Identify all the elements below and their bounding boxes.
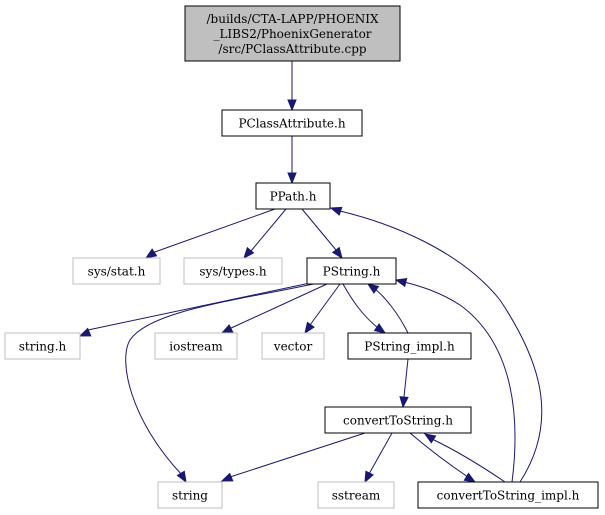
edge-line (309, 283, 341, 326)
edge-line (250, 208, 287, 252)
node-box[interactable] (72, 257, 161, 285)
node-box[interactable] (347, 332, 472, 360)
edge-line (301, 208, 337, 251)
edge-line (87, 282, 311, 331)
node-pclassattribute-h[interactable]: PClassAttribute.h (221, 109, 363, 137)
node-label: PPath.h (270, 190, 317, 204)
node-box[interactable] (4, 332, 81, 360)
edge-arrowhead (176, 470, 187, 484)
node-converttostring-impl-h[interactable]: convertToString_impl.h (417, 481, 599, 509)
edge-line (403, 281, 516, 483)
node-sys-types-h[interactable]: sys/types.h (183, 257, 283, 285)
edge-arrowhead (423, 433, 437, 444)
node-label: convertToString_impl.h (437, 489, 580, 503)
node-label: PClassAttribute.h (238, 117, 345, 131)
node-box[interactable] (157, 481, 223, 509)
edge-arrowhead (366, 283, 380, 294)
edge-pstring_impl_h-to-converttostring_h (399, 358, 409, 409)
node-label: convertToString.h (343, 414, 453, 428)
edges-layer (78, 61, 543, 484)
edge-arrowhead (399, 396, 409, 409)
node-label: sstream (332, 489, 381, 503)
edge-pstring_h-to-vector (304, 283, 341, 335)
edge-ppath_h-to-pstring_h (301, 208, 343, 260)
node-box[interactable] (221, 109, 363, 137)
edge-converttostring_h-to-string (220, 432, 366, 482)
edge-line (125, 282, 319, 476)
node-box[interactable] (317, 481, 395, 509)
edge-arrowhead (331, 246, 343, 260)
edge-arrowhead (287, 172, 297, 185)
node-label: /src/PClassAttribute.cpp (218, 42, 366, 56)
edge-converttostring_h-to-converttostring_impl_h (409, 432, 477, 483)
edge-arrowhead (287, 99, 297, 112)
node-vector[interactable]: vector (261, 332, 325, 360)
node-sstream[interactable]: sstream (317, 481, 395, 509)
edge-line (229, 432, 366, 478)
edge-arrowhead (144, 248, 158, 259)
edge-line (151, 208, 276, 254)
node-pstring-impl-h[interactable]: PString_impl.h (347, 332, 472, 360)
edge-line (374, 288, 409, 334)
node-box[interactable] (306, 257, 397, 285)
node-string-h[interactable]: string.h (4, 332, 81, 360)
edge-line (228, 283, 328, 330)
edge-converttostring_impl_h-to-pstring_h (394, 277, 516, 483)
node-box[interactable] (183, 257, 283, 285)
edge-ppath_h-to-sys_types_h (243, 208, 287, 260)
node-label: sys/stat.h (88, 265, 146, 279)
node-label: _LIBS2/PhoenixGenerator (213, 27, 371, 41)
edge-arrowhead (220, 324, 234, 334)
node-box[interactable] (255, 182, 331, 210)
edge-converttostring_impl_h-to-ppath_h (329, 206, 543, 483)
node-label: iostream (169, 340, 223, 354)
edge-ppath_h-to-sys_stat_h (144, 208, 276, 259)
node-label: string (172, 489, 208, 503)
node-box[interactable] (154, 332, 238, 360)
node-iostream[interactable]: iostream (154, 332, 238, 360)
node-label: PString_impl.h (364, 340, 455, 354)
edge-main-to-pclassattribute_h (287, 61, 297, 112)
node-box[interactable] (324, 406, 472, 434)
edge-converttostring_h-to-sstream (364, 432, 393, 484)
node-label: PString.h (323, 265, 381, 279)
edge-line (368, 432, 393, 475)
node-label: string.h (19, 340, 67, 354)
edge-pstring_h-to-string (125, 282, 319, 484)
edge-line (409, 432, 469, 478)
node-label: sys/types.h (199, 265, 266, 279)
node-label: /builds/CTA-LAPP/PHOENIX (206, 12, 378, 26)
node-box[interactable] (184, 5, 401, 62)
edge-arrowhead (304, 321, 315, 335)
edge-pclassattribute_h-to-ppath_h (287, 136, 297, 185)
node-converttostring-h[interactable]: convertToString.h (324, 406, 472, 434)
edge-line (339, 210, 543, 483)
edge-line (342, 283, 379, 329)
edge-arrowhead (78, 327, 92, 337)
node-string[interactable]: string (157, 481, 223, 509)
node-box[interactable] (417, 481, 599, 509)
node-pstring-h[interactable]: PString.h (306, 257, 397, 285)
node-main[interactable]: /builds/CTA-LAPP/PHOENIX_LIBS2/PhoenixGe… (184, 5, 401, 62)
edge-converttostring_impl_h-to-converttostring_h (423, 433, 506, 483)
node-ppath-h[interactable]: PPath.h (255, 182, 331, 210)
edge-line (403, 358, 409, 398)
edge-pstring_h-to-pstring_impl_h (342, 283, 387, 334)
edge-arrowhead (394, 277, 408, 288)
edge-arrowhead (220, 472, 234, 482)
edge-arrowhead (243, 246, 255, 260)
edge-line (431, 438, 506, 483)
node-sys-stat-h[interactable]: sys/stat.h (72, 257, 161, 285)
edge-arrowhead (329, 206, 343, 216)
nodes-layer: /builds/CTA-LAPP/PHOENIX_LIBS2/PhoenixGe… (4, 5, 599, 509)
node-label: vector (273, 340, 313, 354)
edge-pstring_impl_h-to-pstring_h (366, 283, 409, 334)
edge-pstring_h-to-string_h (78, 282, 311, 337)
node-box[interactable] (261, 332, 325, 360)
edge-arrowhead (463, 472, 477, 483)
edge-arrowhead (373, 323, 387, 334)
edge-arrowhead (364, 470, 374, 484)
